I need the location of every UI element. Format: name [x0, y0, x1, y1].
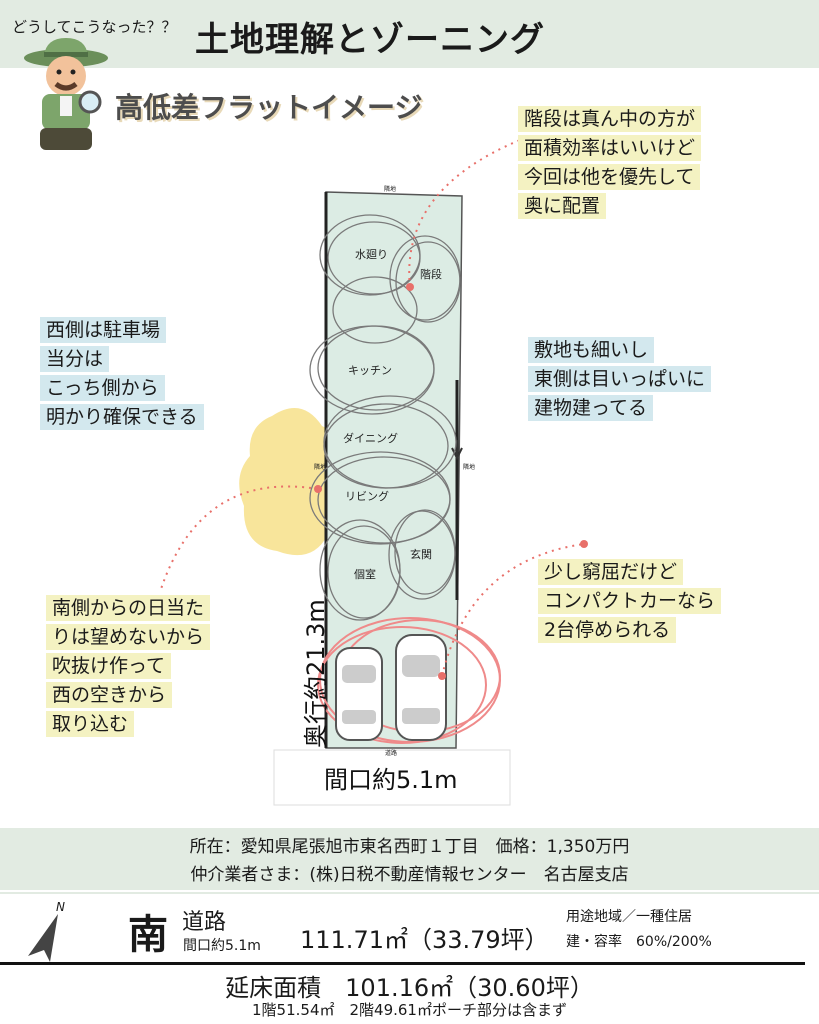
rule — [0, 962, 805, 965]
note-stairs: 階段は真ん中の方が 面積効率はいいけど 今回は他を優先して 奥に配置 — [518, 105, 702, 221]
leader-lines — [159, 139, 588, 680]
note-south: 南側からの日当た りは望めないから 吹抜け作って 西の空きから 取り込む — [46, 594, 211, 739]
site-plan — [273, 191, 511, 806]
header-kicker: どうしてこうなった？？ — [12, 18, 177, 36]
detective-mascot-icon — [24, 38, 108, 150]
edge-east-label: 隣地 — [463, 464, 476, 471]
subtitle: 高低差フラットイメージ — [115, 91, 423, 124]
compass-north: N — [56, 900, 65, 914]
width-dimension: 間口約5.1m — [324, 766, 458, 794]
floor-area: 延床面積 101.16㎡（30.60坪） — [225, 974, 594, 1002]
page-title: 土地理解とゾーニング — [195, 20, 545, 60]
room-dining: ダイニング — [343, 432, 398, 445]
note-parking: 少し窮屈だけど コンパクトカーなら 2台停められる — [538, 558, 722, 645]
car-right-icon — [395, 634, 447, 741]
room-water: 水廻り — [355, 248, 388, 261]
edge-top-label: 隣地 — [384, 186, 397, 193]
header-band — [0, 0, 819, 68]
property-location: 所在：愛知県尾張旭市東名西町１丁目 価格：1,350万円 — [189, 837, 630, 857]
room-stairs: 階段 — [420, 268, 442, 281]
info-band — [0, 828, 819, 890]
room-entrance: 玄関 — [410, 548, 432, 561]
divider — [0, 892, 819, 894]
edge-west-label: 隣地 — [314, 464, 327, 471]
floor-detail: 1階51.54㎡ 2階49.61㎡ポーチ部分は含まず — [252, 1001, 567, 1019]
frontage-label: 間口約5.1m — [183, 938, 261, 954]
room-living: リビング — [345, 490, 389, 503]
edge-bottom-label: 道路 — [385, 750, 398, 757]
car-left-icon — [335, 647, 383, 741]
zoning-info: 用途地域／一種住居 建・容率 60%/200% — [566, 909, 712, 950]
south-label: 南 — [128, 912, 168, 958]
note-east: 敷地も細いし 東側は目いっぱいに 建物建ってる — [528, 336, 712, 423]
road-label: 道路 — [182, 910, 227, 935]
room-kitchen: キッチン — [348, 364, 392, 377]
compass-icon — [28, 914, 58, 962]
room-private: 個室 — [354, 568, 376, 581]
sun-glow-icon — [239, 408, 340, 556]
land-area: 111.71㎡（33.79坪） — [300, 926, 549, 954]
property-agent: 仲介業者さま：(株)日税不動産情報センター 名古屋支店 — [190, 865, 629, 885]
note-west: 西側は駐車場 当分は こっち側から 明かり確保できる — [40, 316, 204, 432]
